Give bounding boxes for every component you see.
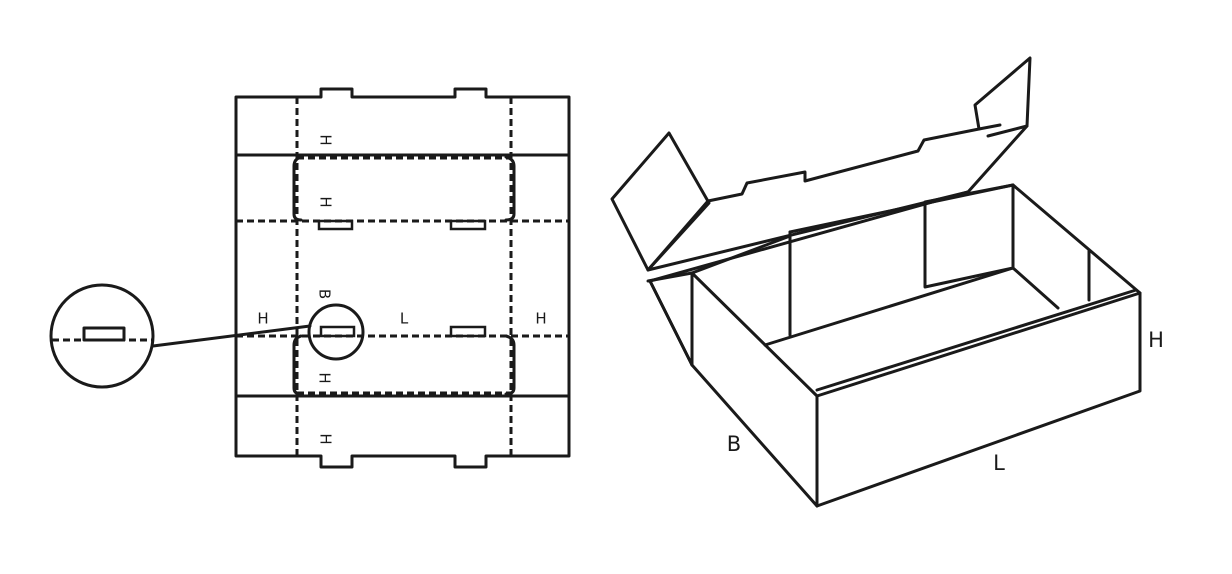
label-height-left: H (257, 310, 268, 328)
detail-marker-circle (307, 303, 365, 361)
label-height-top-inner: H (317, 196, 335, 207)
box-lid-tab-edge (977, 123, 1002, 131)
box-inner-floor-back (763, 266, 1015, 347)
box-left-front-top (690, 271, 819, 398)
inner-panel-bottom-sides (292, 334, 516, 396)
label-breadth: B (316, 289, 334, 299)
blank-outline (234, 87, 571, 469)
detail-zoom-circle (49, 283, 155, 389)
label-height-top-outer: H (317, 134, 335, 145)
box-left-wall-outer (648, 279, 694, 367)
label-height-bottom-inner: H (316, 372, 334, 383)
box-lid-tab-edge-2 (986, 124, 1029, 138)
box-front-top-inner (815, 288, 1138, 392)
box-label-height: H (1148, 328, 1164, 352)
detail-zoom (49, 283, 312, 389)
detail-slot (82, 326, 126, 342)
box-left-inner-diagonal (690, 234, 792, 275)
slot-middle-right (449, 325, 487, 338)
box-right-wall-top (1011, 183, 1142, 295)
label-height-right: H (535, 310, 546, 328)
box-left-flap (610, 131, 711, 272)
box-label-length: L (993, 451, 1005, 475)
box-label-breadth: B (727, 432, 741, 456)
label-height-bottom-outer: H (317, 433, 335, 444)
box-lid (646, 56, 1032, 272)
inner-panel-top-sides (292, 155, 516, 222)
open-box: B L H (610, 56, 1164, 508)
label-length: L (400, 310, 409, 328)
box-front-wall (815, 291, 1142, 508)
detail-leader-line (151, 324, 312, 348)
slot-upper-left (317, 219, 354, 231)
flat-blank: H H B L H H H H (234, 87, 571, 469)
slot-middle-left (319, 325, 356, 338)
box-inner-floor-right (1011, 266, 1060, 310)
slot-upper-right (449, 219, 487, 231)
box-left-front-bottom (690, 363, 819, 508)
